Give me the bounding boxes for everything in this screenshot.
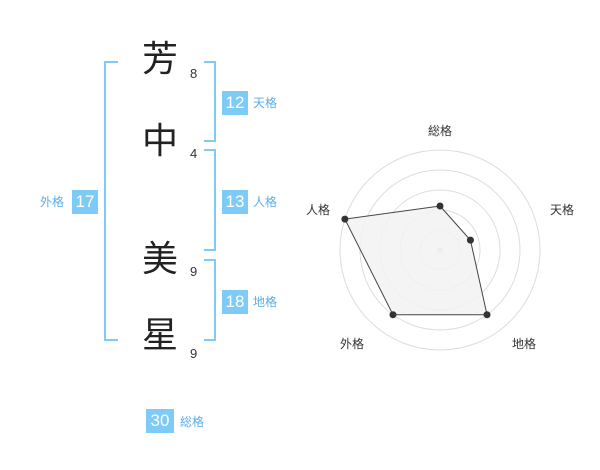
stroke-count-2: 4 xyxy=(190,146,198,161)
radar-label-jinkaku: 人格 xyxy=(306,203,331,217)
stroke-count-3: 9 xyxy=(190,264,198,279)
soukaku-badge: 30 xyxy=(146,409,174,433)
soukaku-label: 総格 xyxy=(180,415,205,429)
gaikaku-badge: 17 xyxy=(72,190,98,214)
chikaku-bracket xyxy=(204,259,216,341)
stroke-count-4: 9 xyxy=(190,346,198,361)
radar-point-5 xyxy=(341,215,349,223)
radar-point-3 xyxy=(483,311,491,319)
chikaku-label: 地格 xyxy=(253,295,278,309)
tenkaku-bracket xyxy=(204,61,216,142)
name-char-2: 中 xyxy=(141,121,178,162)
name-char-4: 星 xyxy=(141,315,178,356)
tenkaku-label: 天格 xyxy=(253,96,278,110)
radar-polygon xyxy=(344,205,488,316)
gaikaku-bracket xyxy=(104,61,118,341)
jinkaku-badge: 13 xyxy=(222,190,248,214)
tenkaku-badge: 12 xyxy=(222,91,248,115)
radar-point-1 xyxy=(436,202,444,210)
radar-point-2 xyxy=(466,236,474,244)
radar-label-gaikaku: 外格 xyxy=(340,337,365,351)
name-char-1: 芳 xyxy=(141,39,178,80)
stroke-count-1: 8 xyxy=(190,66,198,81)
radar-point-4 xyxy=(389,311,397,319)
radar-label-chikaku: 地格 xyxy=(512,337,537,351)
chikaku-badge: 18 xyxy=(222,290,248,314)
radar-label-soukaku: 総格 xyxy=(428,124,453,138)
jinkaku-label: 人格 xyxy=(253,195,278,209)
name-char-3: 美 xyxy=(141,239,178,280)
radar-label-tenkaku: 天格 xyxy=(550,203,575,217)
radar-ring xyxy=(339,149,541,351)
gaikaku-label: 外格 xyxy=(40,195,65,209)
jinkaku-bracket xyxy=(204,149,216,251)
